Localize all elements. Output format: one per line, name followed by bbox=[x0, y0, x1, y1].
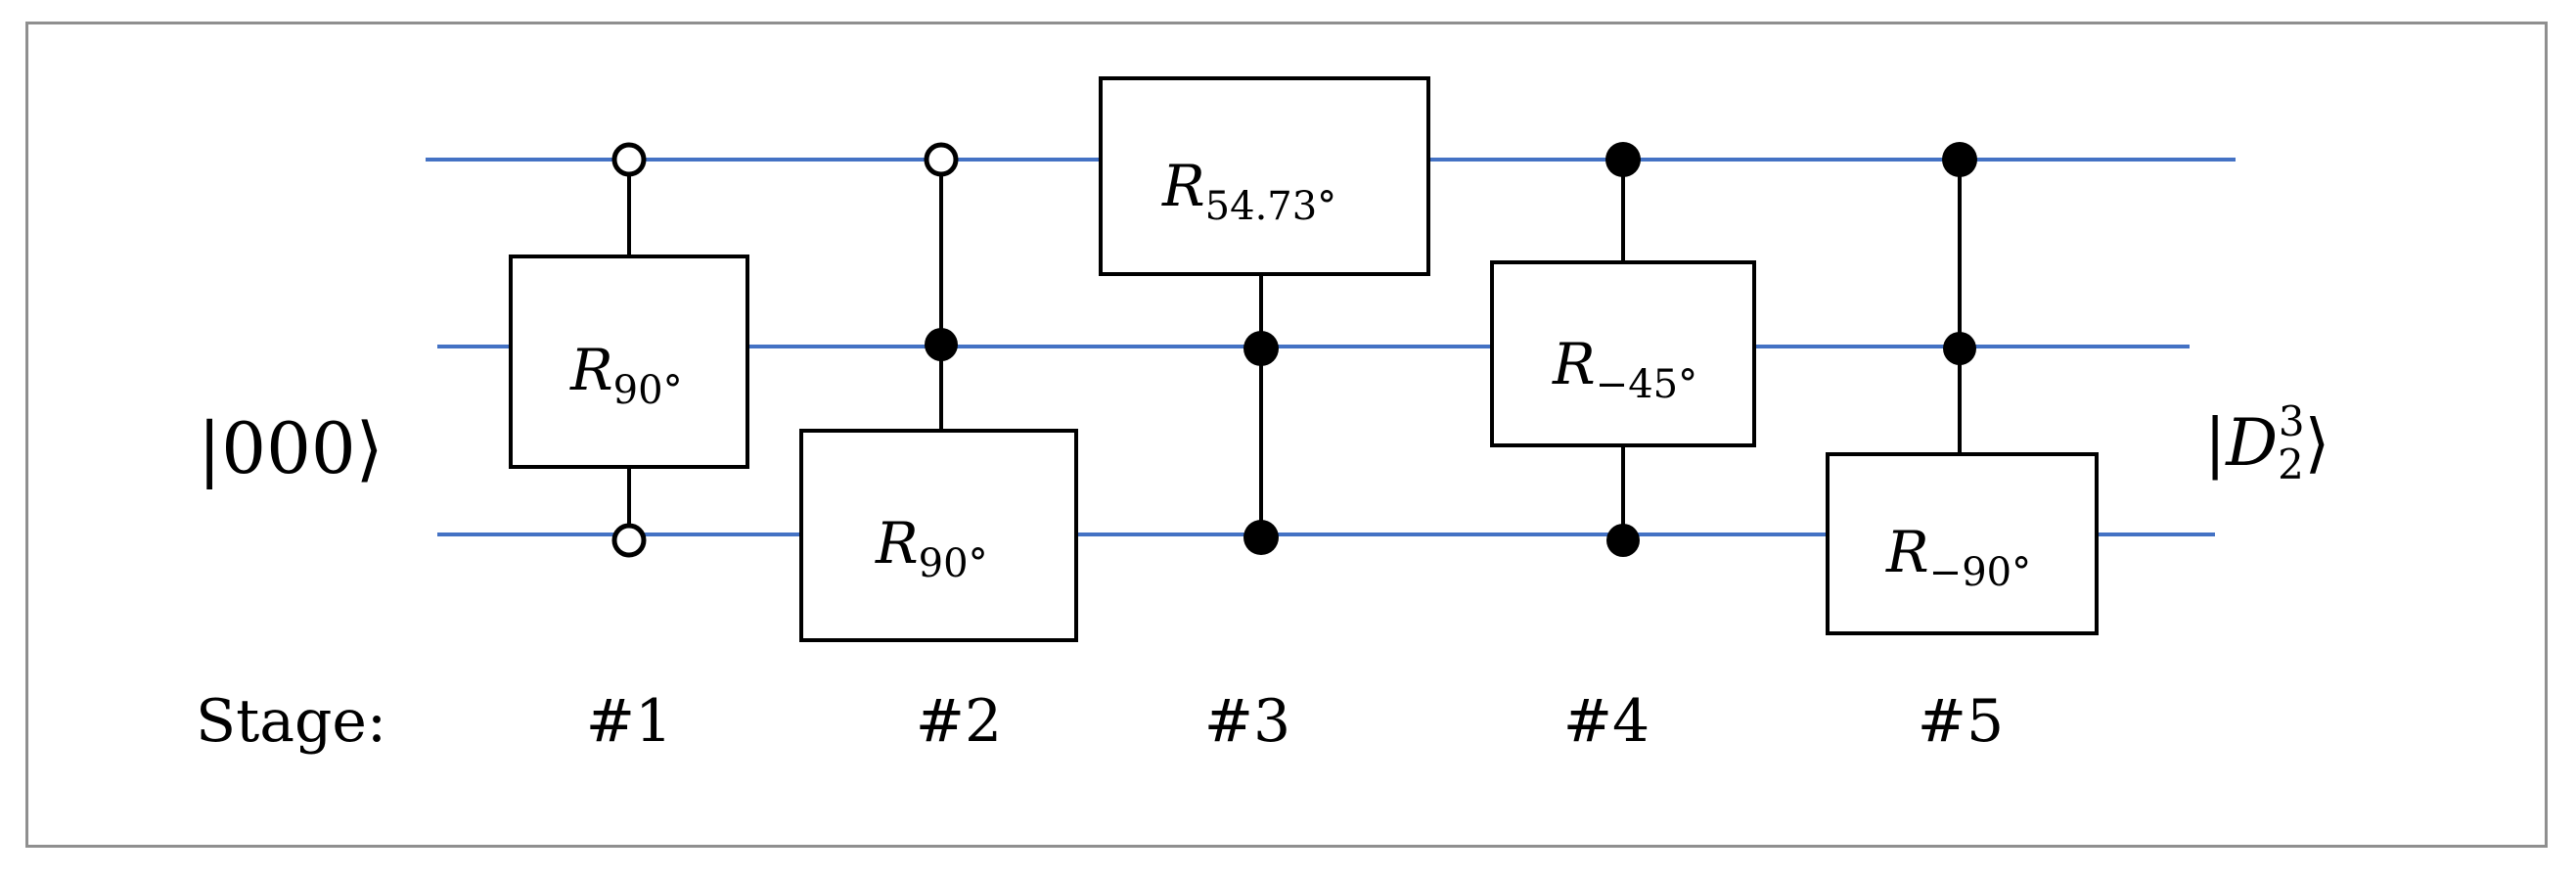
stage-number-1: #1 bbox=[586, 687, 672, 756]
gate-boxes bbox=[509, 76, 2099, 642]
stage4-rotation-gate bbox=[1490, 260, 1756, 447]
filled-controls bbox=[925, 142, 1977, 557]
stage5-rotation-gate bbox=[1826, 452, 2099, 635]
open-controls bbox=[611, 142, 959, 558]
stage1-gate-label: R90° bbox=[569, 337, 683, 413]
stage3-control-bottom bbox=[1243, 520, 1279, 555]
stage5-control-middle bbox=[1943, 332, 1976, 365]
stage4-gate-label: R−45° bbox=[1552, 331, 1697, 407]
stage-number-5: #5 bbox=[1918, 687, 2004, 756]
output-state-label: |D23⟩ bbox=[2204, 397, 2329, 488]
stage1-open-control-bottom bbox=[611, 523, 647, 558]
stage-number-2: #2 bbox=[916, 687, 1002, 756]
stage3-gate-label: R54.73° bbox=[1161, 153, 1336, 229]
stage3-control-middle bbox=[1243, 331, 1279, 366]
stage-number-3: #3 bbox=[1204, 687, 1290, 756]
stage2-control-middle bbox=[925, 328, 958, 361]
stage2-open-control-top bbox=[924, 142, 959, 177]
input-state-label: |000⟩ bbox=[198, 407, 384, 489]
stage4-control-bottom bbox=[1606, 524, 1640, 557]
stage1-open-control-top bbox=[611, 142, 647, 177]
stage-row-label: Stage: bbox=[196, 687, 386, 756]
stage5-control-top bbox=[1942, 142, 1977, 177]
stage1-rotation-gate bbox=[509, 255, 749, 469]
stage2-rotation-gate bbox=[799, 429, 1078, 642]
stage4-control-top bbox=[1605, 142, 1641, 177]
stage-number-4: #4 bbox=[1563, 687, 1650, 756]
stage5-gate-label: R−90° bbox=[1885, 519, 2031, 595]
stage2-gate-label: R90° bbox=[875, 510, 988, 586]
stage3-rotation-gate bbox=[1099, 76, 1430, 276]
